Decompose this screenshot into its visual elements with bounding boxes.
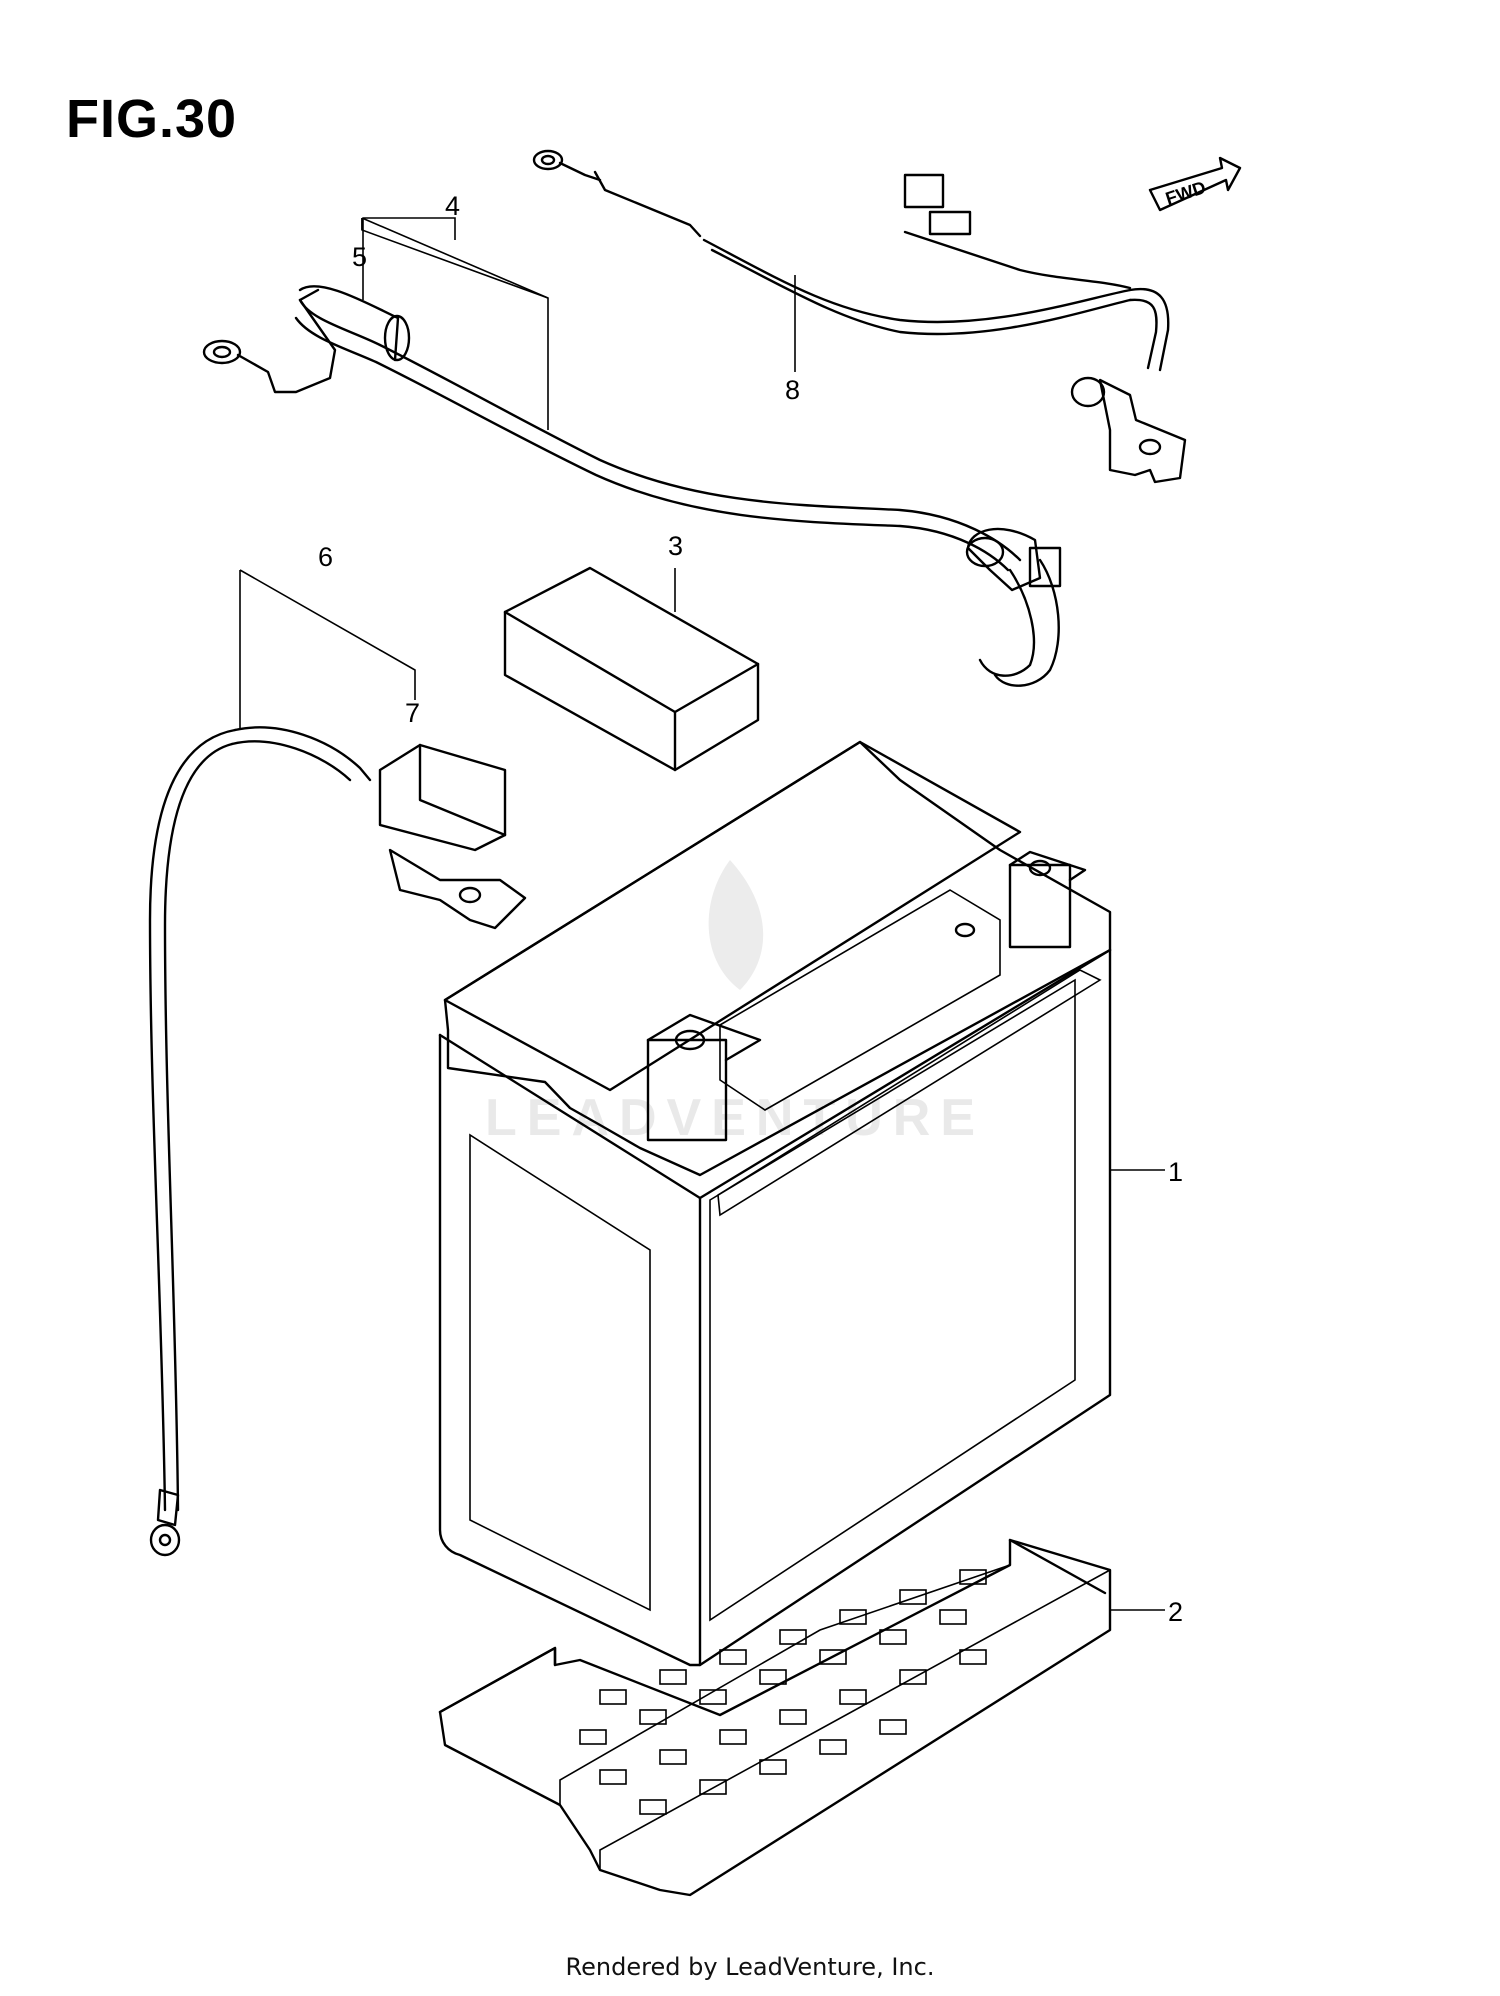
callout-6: 6 — [318, 542, 333, 572]
callout-8: 8 — [785, 375, 800, 405]
positive-cable-assembly[interactable]: 4 5 — [202, 191, 1062, 687]
spacer-pad[interactable]: 3 — [503, 531, 760, 772]
callout-7: 7 — [405, 698, 420, 728]
callout-1: 1 — [1168, 1157, 1183, 1187]
negative-cable-assembly[interactable]: 6 7 — [148, 542, 527, 1557]
battery-tray[interactable]: 2 — [438, 1538, 1183, 1897]
figure-title: FIG.30 — [66, 89, 238, 149]
watermark-text: LEADVENTURE — [485, 1089, 985, 1147]
callout-5: 5 — [352, 242, 367, 272]
callout-2: 2 — [1168, 1597, 1183, 1627]
watermark: LEADVENTURE — [485, 860, 985, 1147]
callout-4: 4 — [445, 191, 460, 221]
forward-arrow-label: FWD — [1163, 177, 1208, 209]
forward-arrow-icon: FWD — [1148, 156, 1242, 212]
callout-3: 3 — [668, 531, 683, 561]
ground-wire-harness[interactable]: 8 — [532, 149, 1187, 484]
footer-credit: Rendered by LeadVenture, Inc. — [565, 1953, 935, 1981]
battery[interactable]: 1 — [438, 740, 1183, 1667]
